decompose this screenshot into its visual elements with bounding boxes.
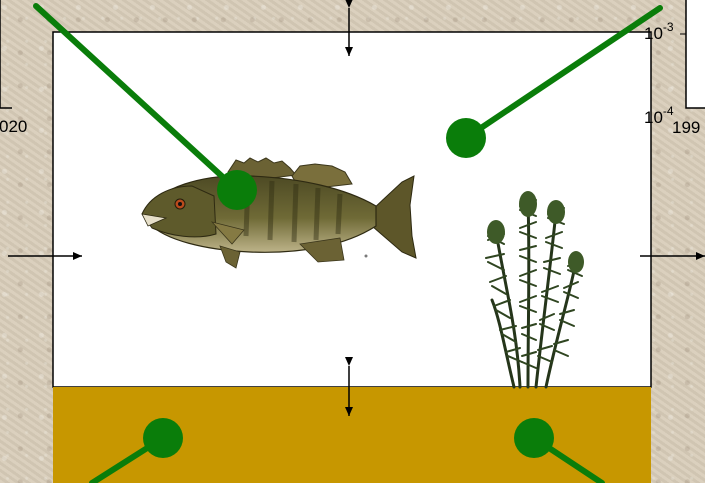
node-sediment-left [143, 418, 183, 458]
right-chart-fragment [680, 0, 705, 108]
right-y-tick-bottom-exp: -4 [663, 104, 674, 118]
node-fish [217, 170, 257, 210]
right-y-tick-top-exp: -3 [663, 20, 674, 34]
node-water [446, 118, 486, 158]
right-x-tick-label: 199 [672, 118, 700, 138]
right-y-tick-bottom: 10-4 [644, 108, 674, 128]
sediment-layer [53, 387, 651, 483]
left-chart-fragment [0, 0, 12, 108]
right-y-tick-bottom-base: 10 [644, 108, 663, 127]
right-y-tick-top: 10-3 [644, 24, 674, 44]
right-y-tick-top-base: 10 [644, 24, 663, 43]
left-x-tick-label: 020 [0, 117, 27, 137]
node-sediment-right [514, 418, 554, 458]
